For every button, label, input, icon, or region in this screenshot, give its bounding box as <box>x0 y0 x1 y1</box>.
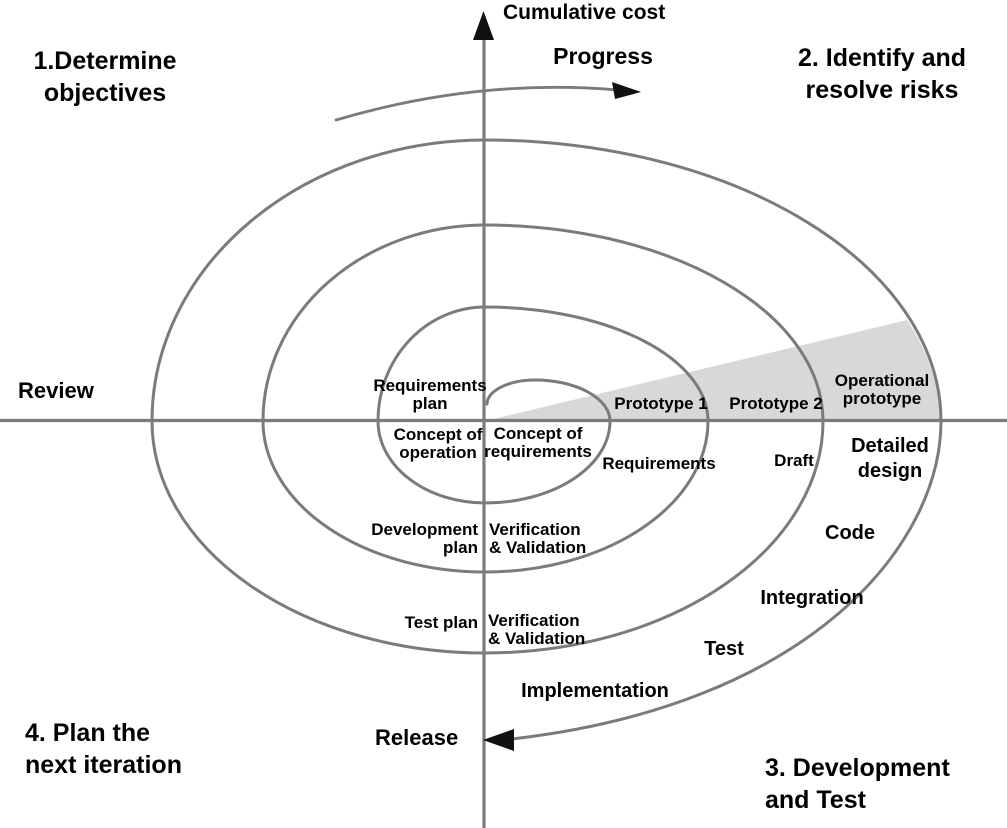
operational-prototype-label: Operational prototype <box>835 372 929 408</box>
progress-label: Progress <box>553 43 653 69</box>
concept-of-operation-line2: operation <box>399 443 477 462</box>
test-plan-label: Test plan <box>404 613 478 632</box>
shaded-sector <box>485 320 941 421</box>
quadrant-1-line2: objectives <box>43 79 167 107</box>
development-plan-line1: Development <box>371 520 478 539</box>
verification-validation-upper-label: Verification & Validation <box>489 521 586 557</box>
detailed-design-label: Detailed design <box>851 434 929 484</box>
verification-validation-lower-label: Verification & Validation <box>488 612 585 648</box>
detailed-design-line2: design <box>857 460 923 482</box>
cumulative-cost-label: Cumulative cost <box>503 1 666 24</box>
quadrant-3-label: 3. Development and Test <box>765 752 950 816</box>
release-label: Release <box>375 725 459 750</box>
verification-validation-lower-line1: Verification <box>488 611 580 630</box>
draft-label: Draft <box>774 451 814 470</box>
development-plan-line2: plan <box>443 538 478 557</box>
concept-of-operation-label: Concept of operation <box>394 426 483 462</box>
concept-of-requirements-line2: requirements <box>484 442 592 461</box>
requirements-plan-label: Requirements plan <box>373 377 486 413</box>
review-label: Review <box>18 378 94 403</box>
quadrant-2-line1: 2. Identify and <box>797 44 967 72</box>
quadrant-3-line1: 3. Development <box>765 754 950 782</box>
verification-validation-upper-line2: & Validation <box>489 538 587 557</box>
operational-prototype-line2: prototype <box>842 389 922 408</box>
concept-of-requirements-label: Concept of requirements <box>484 425 592 461</box>
quadrant-3-line2: and Test <box>765 786 866 814</box>
prototype-1-label: Prototype 1 <box>614 394 708 413</box>
quadrant-4-line2: next iteration <box>25 751 182 779</box>
development-plan-label: Development plan <box>371 521 478 557</box>
requirements-label: Requirements <box>602 454 716 473</box>
concept-of-requirements-line1: Concept of <box>493 424 583 443</box>
quadrant-1-line1: 1.Determine <box>33 47 177 75</box>
requirements-plan-line1: Requirements <box>373 376 487 395</box>
implementation-label: Implementation <box>521 680 669 702</box>
test-label: Test <box>704 638 744 660</box>
code-label: Code <box>825 522 875 544</box>
quadrant-4-line1: 4. Plan the <box>25 719 151 747</box>
quadrant-1-label: 1.Determine objectives <box>33 45 176 109</box>
quadrant-2-label: 2. Identify and resolve risks <box>798 42 966 106</box>
spiral-path <box>150 138 943 741</box>
detailed-design-line1: Detailed <box>851 435 929 457</box>
vertical-axis-arrowhead-icon <box>473 11 494 40</box>
integration-label: Integration <box>760 587 864 609</box>
requirements-plan-line2: plan <box>412 394 448 413</box>
release-arrowhead-icon <box>483 729 514 751</box>
verification-validation-lower-line2: & Validation <box>488 629 586 648</box>
progress-arrowhead-icon <box>612 82 641 99</box>
concept-of-operation-line1: Concept of <box>393 425 483 444</box>
quadrant-2-line2: resolve risks <box>805 76 959 104</box>
progress-arrow <box>334 85 620 122</box>
quadrant-4-label: 4. Plan the next iteration <box>25 717 182 781</box>
operational-prototype-line1: Operational <box>834 371 930 390</box>
prototype-2-label: Prototype 2 <box>729 394 823 413</box>
verification-validation-upper-line1: Verification <box>489 520 581 539</box>
